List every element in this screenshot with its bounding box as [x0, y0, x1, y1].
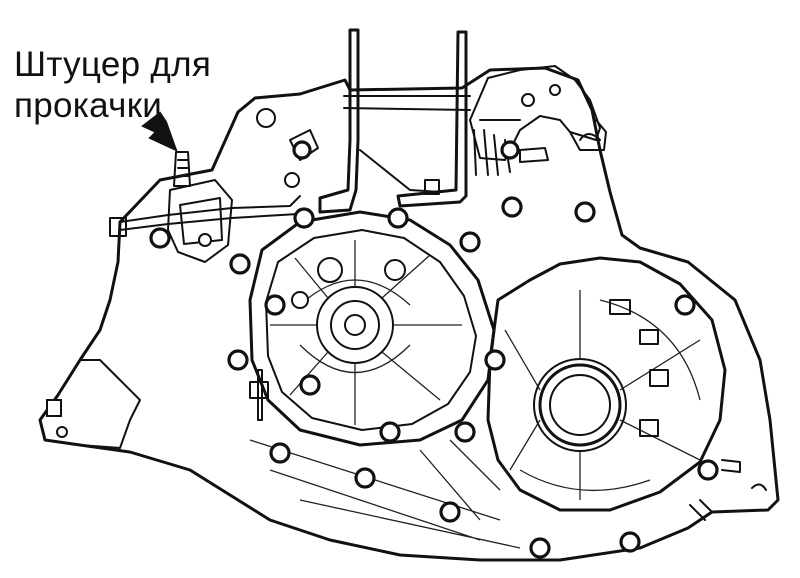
bolt	[264, 294, 286, 316]
flange-slot	[46, 399, 62, 417]
bolt-group	[149, 140, 719, 559]
bracket-bolt	[424, 179, 440, 195]
flange-hole	[56, 426, 68, 438]
upper-bracket-right	[396, 30, 468, 208]
bolt	[501, 196, 523, 218]
shift-actuator	[469, 65, 601, 161]
bleeder-screw	[173, 151, 191, 187]
arrow-pointer-icon	[141, 111, 178, 152]
bolt	[227, 349, 249, 371]
bolt	[292, 140, 312, 160]
left-flange	[39, 359, 141, 449]
bolt	[697, 459, 719, 481]
bolt	[454, 421, 476, 443]
callout-line-2: прокачки	[14, 86, 163, 125]
differential-housing	[486, 256, 727, 512]
bolt	[459, 231, 481, 253]
bell-housing	[248, 210, 496, 447]
bolt	[379, 421, 401, 443]
upper-bracket	[318, 28, 360, 214]
bolt	[500, 140, 520, 160]
bolt	[529, 537, 551, 559]
bolt	[149, 227, 171, 249]
bolt	[269, 442, 291, 464]
callout-line-1: Штуцер для	[14, 45, 212, 84]
output-shaft-seal	[538, 363, 622, 447]
bolt	[387, 207, 409, 229]
bolt	[619, 531, 641, 553]
bolt	[229, 253, 251, 275]
bolt	[674, 294, 696, 316]
bolt	[574, 201, 596, 223]
bolt	[354, 467, 376, 489]
fluid-line	[119, 195, 301, 223]
bolt	[439, 501, 461, 523]
bolt	[293, 207, 315, 229]
bolt	[299, 374, 321, 396]
bolt	[484, 349, 506, 371]
bleeder-callout-label: Штуцер для прокачки	[14, 44, 211, 126]
